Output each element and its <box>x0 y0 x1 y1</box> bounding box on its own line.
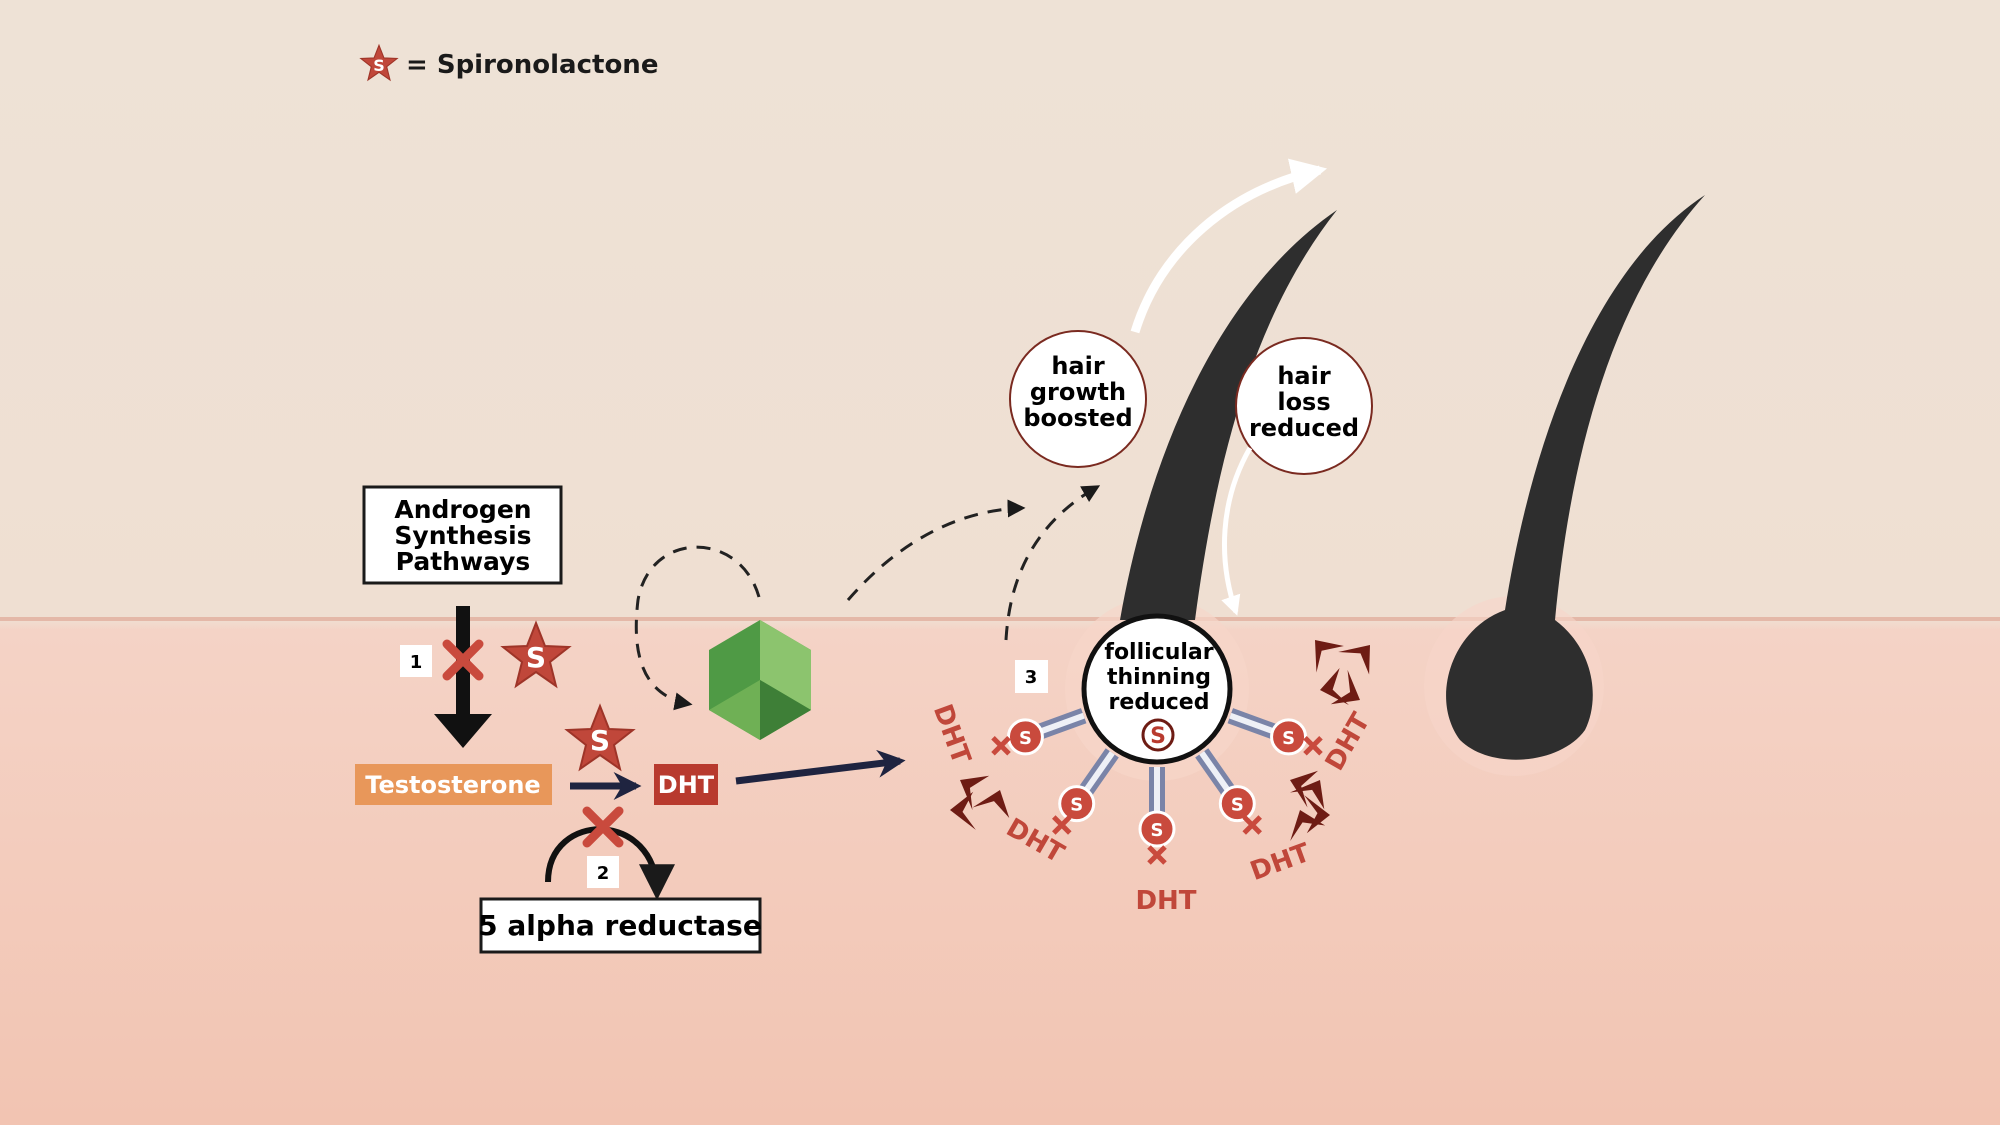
androgen-receptor-hexagon-icon <box>709 620 811 740</box>
svg-text:5 alpha reductase: 5 alpha reductase <box>478 909 762 942</box>
svg-text:S: S <box>1150 724 1166 749</box>
step-1-badge: 1 <box>400 645 432 677</box>
svg-text:loss: loss <box>1277 388 1330 416</box>
legend-label: = Spironolactone <box>406 50 658 80</box>
svg-text:Testosterone: Testosterone <box>365 771 540 799</box>
receptor-letter: S <box>1231 795 1244 816</box>
svg-text:S: S <box>590 724 610 757</box>
androgen-line-3: Pathways <box>396 547 531 576</box>
spironolactone-star-icon: S <box>502 622 570 687</box>
step-2-badge: 2 <box>587 856 619 888</box>
receptor-letter: S <box>1151 820 1164 841</box>
dashed-arrow-icon <box>846 499 1026 601</box>
legend-star-letter: S <box>373 56 385 75</box>
receptor-letter: S <box>1070 795 1083 816</box>
dashed-arrow-icon <box>1004 485 1101 641</box>
androgen-line-2: Synthesis <box>394 521 531 550</box>
loss-white-arrow-icon <box>1221 446 1253 616</box>
spironolactone-bound-icon <box>1058 785 1096 823</box>
svg-text:reduced: reduced <box>1249 414 1359 442</box>
block-x-icon <box>1147 845 1167 865</box>
testosterone-box: Testosterone <box>355 764 552 805</box>
hair-follicle-icon <box>1424 195 1705 776</box>
svg-text:hair: hair <box>1051 352 1105 380</box>
svg-text:1: 1 <box>410 652 423 673</box>
5-alpha-reductase-box: 5 alpha reductase <box>478 897 762 954</box>
hair-growth-boosted-bubble: hair growth boosted <box>1009 330 1147 468</box>
receptor-letter: S <box>1282 728 1295 749</box>
hair-follicle-icon: follicular thinning reduced S <box>1065 210 1337 781</box>
svg-text:3: 3 <box>1025 667 1038 688</box>
dht-box: DHT <box>654 764 718 805</box>
hair-loss-reduced-bubble: hair loss reduced <box>1235 337 1373 475</box>
svg-text:S: S <box>526 641 546 674</box>
androgen-line-1: Androgen <box>394 495 531 524</box>
dht-label: DHT <box>1135 886 1196 916</box>
receptor-letter: S <box>1019 728 1032 749</box>
dht-to-follicle-arrow-icon <box>735 749 906 785</box>
svg-text:hair: hair <box>1277 362 1331 390</box>
androgen-synthesis-box: Androgen Synthesis Pathways <box>362 485 563 585</box>
follicle-line-1: follicular <box>1104 640 1213 665</box>
spironolactone-bound-icon <box>1138 810 1176 848</box>
block-x-icon <box>1052 815 1072 835</box>
block-x-icon <box>991 736 1011 756</box>
growth-white-arrow-icon <box>1130 158 1328 334</box>
spironolactone-badge-icon <box>1141 718 1175 752</box>
spironolactone-bound-icon <box>1270 718 1308 756</box>
spironolactone-bound-icon <box>1006 718 1044 756</box>
svg-text:growth: growth <box>1030 378 1126 406</box>
svg-text:2: 2 <box>597 863 610 884</box>
receptor-icon: S DHT <box>1135 767 1197 916</box>
follicle-line-2: thinning <box>1107 665 1211 690</box>
spironolactone-star-icon: S <box>566 705 634 770</box>
svg-text:DHT: DHT <box>658 771 715 799</box>
dashed-loop-arrow-icon <box>634 545 761 711</box>
svg-text:boosted: boosted <box>1023 404 1132 432</box>
block-x-icon <box>1242 815 1262 835</box>
block-x-icon <box>1303 736 1323 756</box>
spironolactone-bound-icon <box>1218 785 1256 823</box>
step-3-badge: 3 <box>1015 660 1048 693</box>
follicle-line-3: reduced <box>1109 690 1210 715</box>
legend: S = Spironolactone <box>360 44 658 81</box>
